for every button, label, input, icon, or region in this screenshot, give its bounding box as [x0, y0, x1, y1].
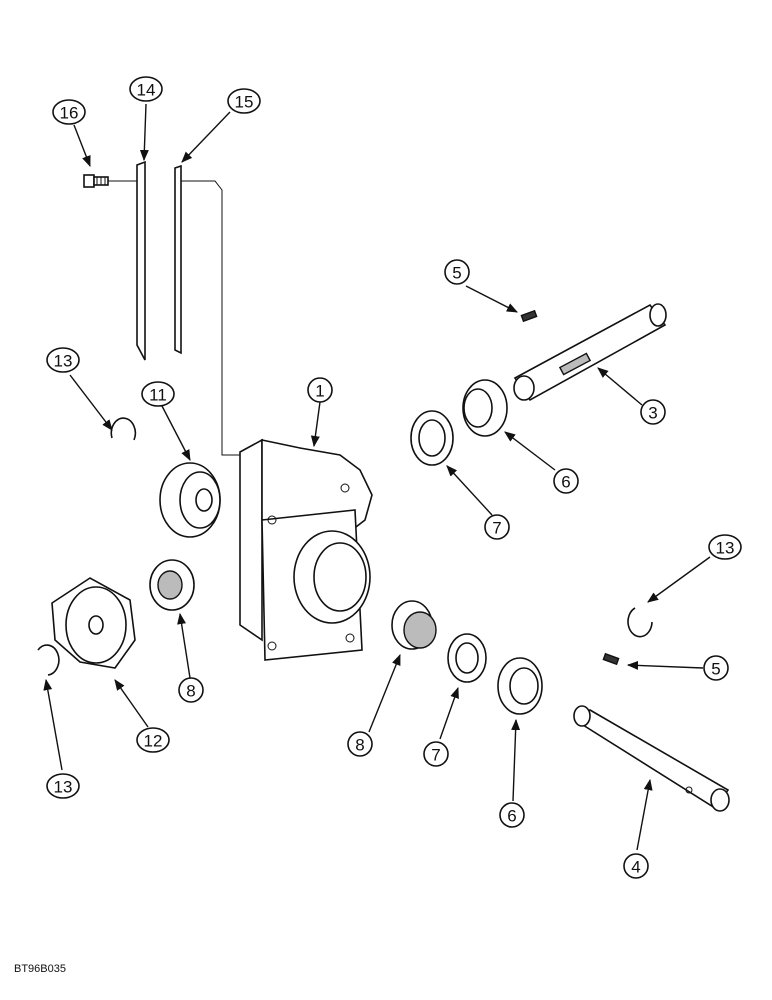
part-seal-upper	[410, 410, 454, 466]
svg-text:13: 13	[54, 778, 73, 797]
part-key-upper	[520, 309, 538, 323]
callout-15: 15	[227, 88, 261, 114]
part-gasket	[108, 160, 146, 361]
document-code: BT96B035	[14, 963, 66, 975]
part-shaft-lower	[573, 705, 730, 812]
callout-13-upper-left: 13	[46, 347, 80, 373]
svg-text:3: 3	[648, 404, 657, 423]
part-bearing-lower	[497, 657, 543, 715]
leader-lines	[43, 103, 711, 851]
svg-text:16: 16	[60, 104, 79, 123]
callout-14: 14	[129, 76, 163, 102]
svg-text:6: 6	[561, 473, 570, 492]
svg-text:8: 8	[186, 682, 195, 701]
svg-text:11: 11	[149, 386, 167, 405]
part-gearbox-housing	[239, 438, 373, 661]
callout-8-right: 8	[347, 731, 373, 757]
part-bearing-upper	[462, 379, 508, 437]
callout-3: 3	[640, 399, 666, 425]
callout-4: 4	[623, 853, 649, 879]
callout-8-left: 8	[178, 677, 204, 703]
svg-text:4: 4	[631, 858, 640, 877]
callout-1: 1	[307, 377, 333, 403]
callout-6-lower: 6	[499, 802, 525, 828]
part-bushing-left	[149, 559, 195, 611]
svg-text:14: 14	[137, 81, 156, 100]
callout-13-right: 13	[708, 534, 742, 560]
part-bevel-gear	[51, 577, 136, 669]
svg-text:8: 8	[355, 736, 364, 755]
callout-7-upper: 7	[484, 514, 510, 540]
svg-text:1: 1	[315, 382, 324, 401]
part-snap-ring-right	[627, 607, 653, 638]
callout-13-lower-left: 13	[46, 773, 80, 799]
svg-text:7: 7	[492, 519, 501, 538]
part-bolt	[83, 174, 109, 188]
svg-text:5: 5	[711, 660, 720, 679]
callout-6-upper: 6	[553, 468, 579, 494]
part-snap-ring-lower-left	[37, 644, 60, 676]
svg-text:7: 7	[431, 746, 440, 765]
part-seal-lower	[447, 633, 487, 683]
svg-text:13: 13	[54, 352, 73, 371]
part-shim	[174, 164, 242, 456]
callout-11: 11	[141, 381, 175, 407]
svg-text:13: 13	[716, 539, 735, 558]
part-bushing-right	[391, 600, 437, 650]
callout-5-lower: 5	[703, 655, 729, 681]
part-shaft-upper	[513, 303, 667, 402]
svg-text:6: 6	[507, 807, 516, 826]
part-pinion-gear	[159, 462, 221, 538]
callout-5-upper: 5	[444, 259, 470, 285]
part-snap-ring-upper-left	[110, 417, 137, 441]
callout-12: 12	[136, 727, 170, 753]
svg-text:15: 15	[235, 93, 254, 112]
svg-text:12: 12	[144, 732, 163, 751]
callout-16: 16	[52, 99, 86, 125]
part-key-lower	[602, 652, 620, 666]
callout-7-lower: 7	[423, 741, 449, 767]
svg-text:5: 5	[452, 264, 461, 283]
